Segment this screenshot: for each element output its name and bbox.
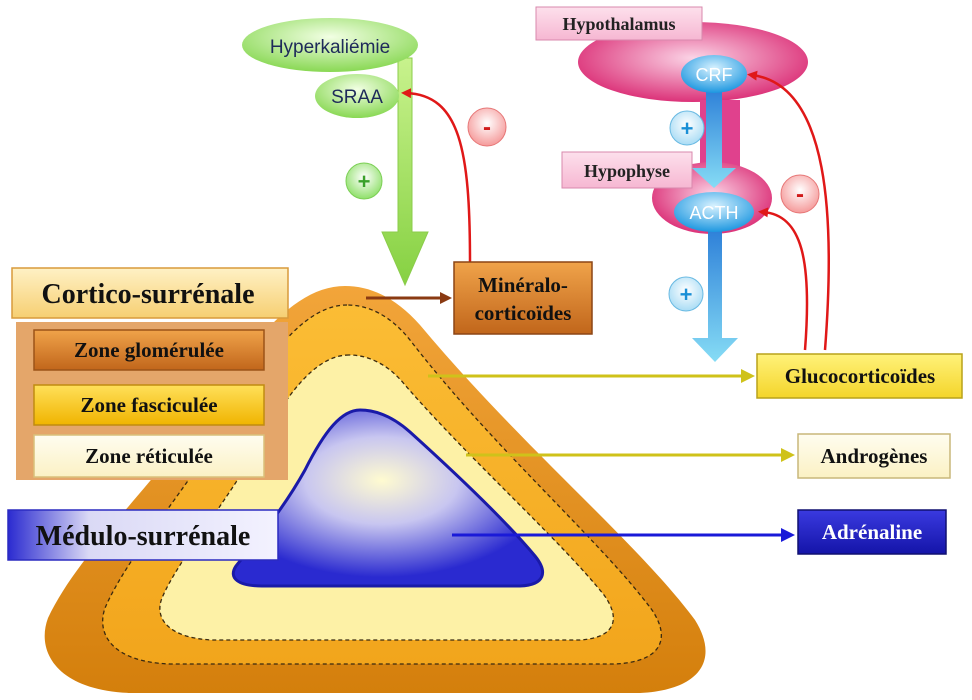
hypophyse-label-box — [561, 151, 693, 189]
zone-legend: Cortico-surrénale Zone glomérulée Zone f… — [7, 267, 289, 561]
mineralo-line1: Minéralo- — [478, 273, 568, 297]
medulla-core — [231, 408, 545, 588]
sraa-label: SRAA — [331, 87, 383, 108]
minus-sign-left: - — [483, 114, 491, 141]
medulo-box — [7, 509, 279, 561]
mineralo-box — [453, 261, 593, 335]
minus-badge-left — [467, 107, 507, 147]
adrenaline-label: Adrénaline — [822, 520, 922, 544]
plus-sign-acth: + — [680, 282, 693, 307]
adrenaline-box — [797, 509, 947, 555]
cortico-label: Cortico-surrénale — [41, 279, 254, 310]
androgenes-box — [797, 433, 951, 479]
medulo-label: Médulo-surrénale — [36, 521, 251, 552]
sraa-bubble — [315, 74, 399, 118]
acth-node — [674, 192, 754, 232]
gluco-label: Glucocorticoïdes — [785, 364, 935, 388]
mineralo-line2: corticoïdes — [475, 301, 572, 325]
hyperkaliemie-label: Hyperkaliémie — [270, 37, 390, 58]
reticulee-box — [33, 434, 265, 478]
plus-sign-green: + — [358, 169, 371, 194]
plus-badge-crf — [669, 110, 705, 146]
feedback-arrow-mineralo-sraa — [401, 88, 472, 263]
plus-sign-crf: + — [681, 116, 694, 141]
reticulee-label: Zone réticulée — [85, 444, 213, 468]
minus-sign-right: - — [796, 181, 804, 208]
blue-arrow-acth-gluco — [692, 228, 738, 362]
hyperkaliemie-bubble — [242, 18, 418, 72]
hormone-boxes: Minéralo- corticoïdes Glucocorticoïdes A… — [453, 261, 963, 555]
blue-arrow-crf-acth — [692, 88, 736, 188]
crf-node — [681, 55, 747, 93]
glomerulee-box — [33, 329, 265, 371]
crf-label: CRF — [696, 65, 733, 85]
fasciculee-label: Zone fasciculée — [80, 393, 217, 417]
glomerulee-label: Zone glomérulée — [74, 338, 224, 362]
fasciculee-box — [33, 384, 265, 426]
gluco-box — [756, 353, 963, 399]
plus-badge-acth — [668, 276, 704, 312]
hypothalamus-label-box — [535, 6, 703, 41]
acth-label: ACTH — [690, 203, 739, 223]
green-arrow — [381, 57, 429, 287]
feedback-arrow-gluco-acth — [758, 207, 809, 351]
minus-badge-right — [780, 174, 820, 214]
androgenes-label: Androgènes — [821, 444, 928, 468]
plus-badge-green — [345, 162, 383, 200]
cortico-box — [11, 267, 289, 319]
feedback-arrow-gluco-crf — [747, 70, 831, 351]
hypophyse-label: Hypophyse — [584, 161, 670, 181]
hypothalamus-label: Hypothalamus — [562, 14, 675, 34]
